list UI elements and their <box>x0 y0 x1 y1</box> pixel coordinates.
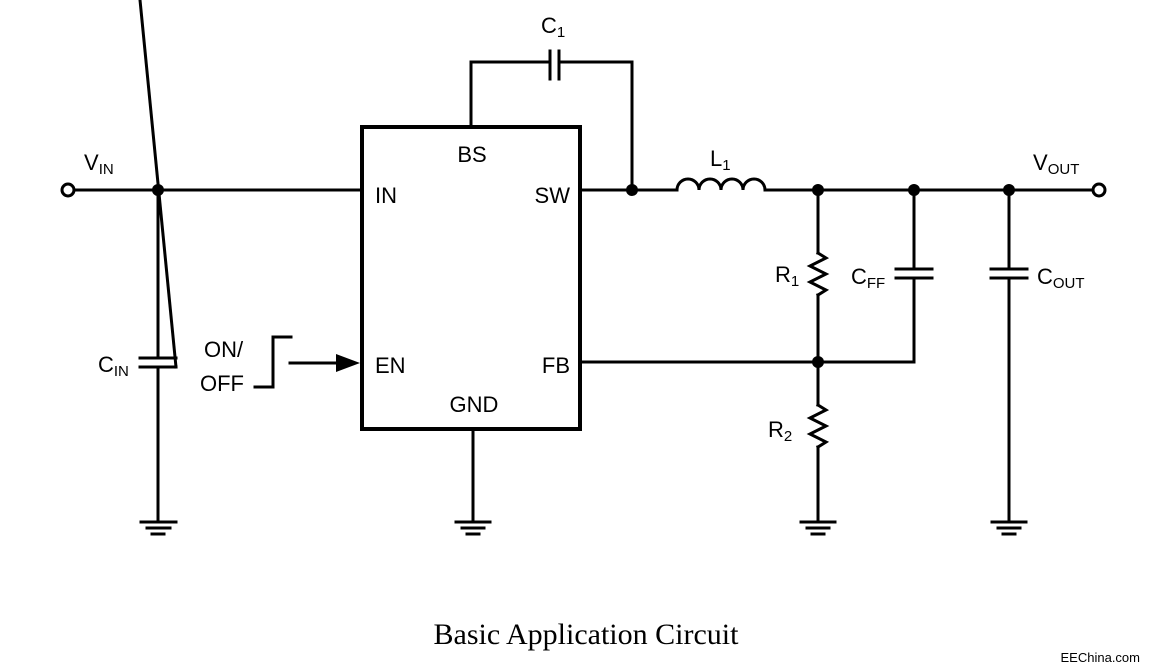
pin-fb-label: FB <box>542 353 570 378</box>
vin-terminal <box>60 182 76 198</box>
vout-label: VOUT <box>1033 150 1079 178</box>
c1-label: C1 <box>541 13 565 41</box>
enable-label-on: ON/ <box>204 337 244 362</box>
inductor-l1 <box>675 177 767 192</box>
pin-en-label: EN <box>375 353 406 378</box>
pin-bs-label: BS <box>457 142 486 167</box>
ground-icon <box>139 520 178 536</box>
l1-label: L1 <box>710 146 731 174</box>
junction-dot <box>626 184 638 196</box>
cout-label: COUT <box>1037 264 1085 292</box>
c1-wire <box>557 60 634 192</box>
arrow-right-icon <box>336 354 360 372</box>
diagram-caption: Basic Application Circuit <box>434 618 740 651</box>
ground-icon <box>799 520 837 536</box>
ground-icon <box>454 520 492 536</box>
bs-wire <box>469 60 552 129</box>
vout-terminal <box>1091 182 1107 198</box>
watermark: EEChina.com <box>1061 650 1140 665</box>
enable-label-off: OFF <box>200 371 244 396</box>
resistor-r2 <box>806 402 830 450</box>
r1-label: R1 <box>775 262 799 290</box>
pin-sw-label: SW <box>535 183 571 208</box>
ic-body <box>360 125 582 431</box>
r2-label: R2 <box>768 417 792 445</box>
cff-label: CFF <box>851 264 885 292</box>
ground-icon <box>990 520 1028 536</box>
pin-gnd-label: GND <box>450 392 499 417</box>
enable-step-icon <box>253 335 293 389</box>
resistor-r1 <box>806 250 830 298</box>
cin-label: CIN <box>98 352 129 380</box>
vin-label: VIN <box>84 150 114 178</box>
fb-wire <box>578 276 916 364</box>
pin-in-label: IN <box>375 183 397 208</box>
